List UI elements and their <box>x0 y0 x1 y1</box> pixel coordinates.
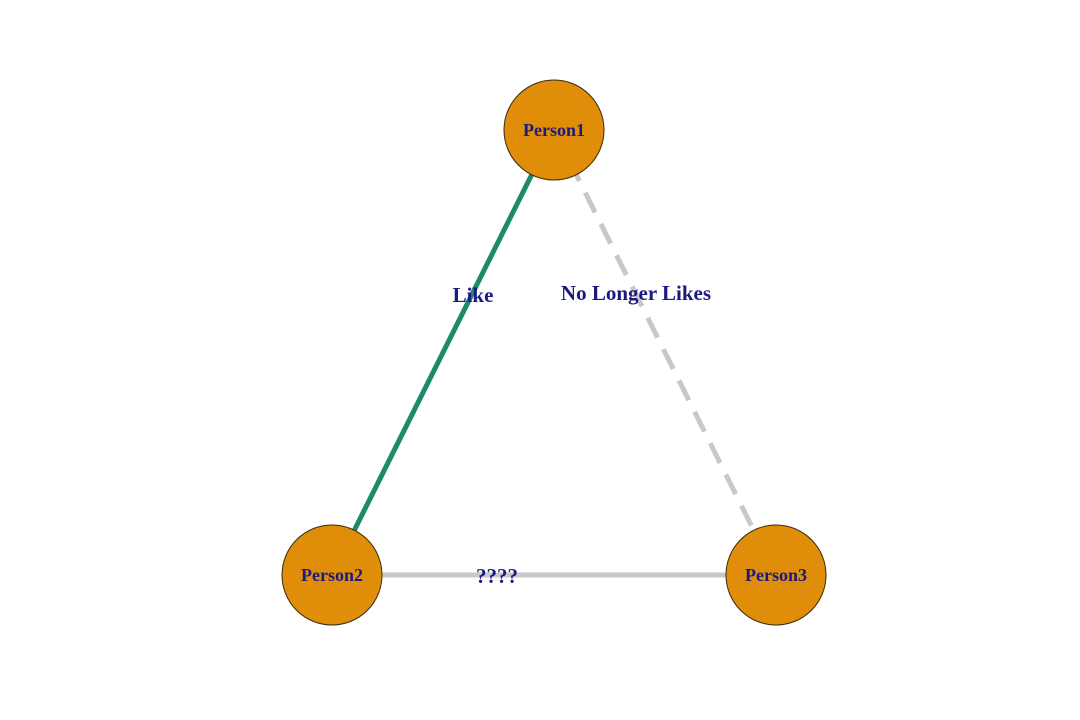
edge-labels-layer: Like No Longer Likes???? <box>453 281 711 588</box>
node-label-p1: Person1 <box>523 120 585 140</box>
edges-layer <box>329 128 779 578</box>
edge-p1-p2 <box>329 128 557 577</box>
edge-p1-p3 <box>551 128 779 577</box>
edge-label-p2-p3: ???? <box>476 564 518 588</box>
node-label-p2: Person2 <box>301 565 363 585</box>
node-circle-p2 <box>281 524 383 626</box>
node-circle-p1 <box>503 79 605 181</box>
edge-label-p1-p2: Like <box>453 283 494 307</box>
node-circle-p3 <box>725 524 827 626</box>
node-p2: Person2 <box>281 524 383 626</box>
node-p1: Person1 <box>503 79 605 181</box>
node-label-p3: Person3 <box>745 565 807 585</box>
node-p3: Person3 <box>725 524 827 626</box>
edge-label-p1-p3: No Longer Likes <box>561 281 711 305</box>
